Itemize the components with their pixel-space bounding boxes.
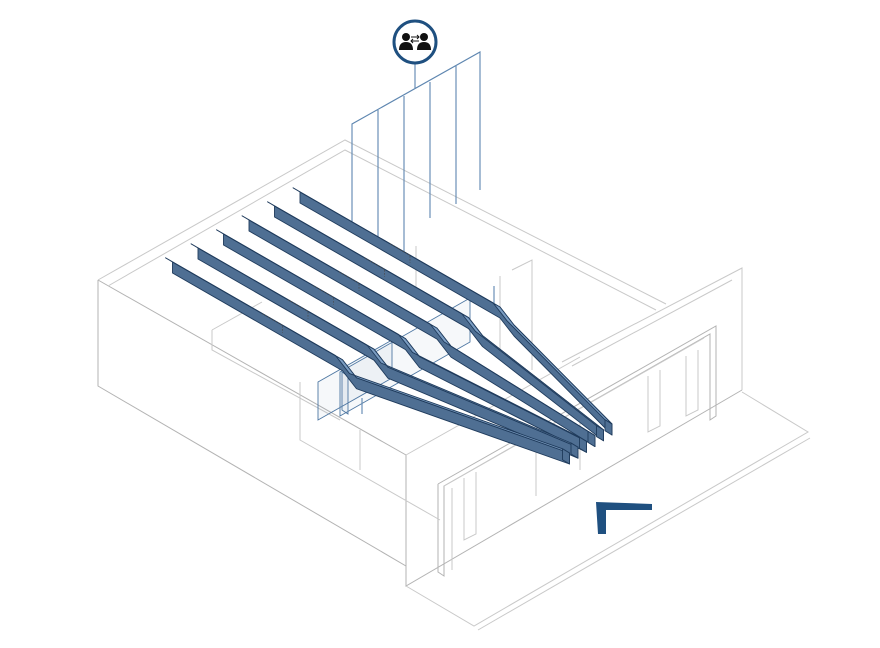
beam-notch-6 (262, 313, 283, 333)
beam-end-3 (587, 430, 596, 448)
beam-notch-5 (287, 299, 309, 319)
beam-end-6 (562, 448, 570, 465)
outer-top-edge (97, 139, 667, 305)
ground-plane-edge (405, 391, 809, 627)
beam-notch-4 (313, 285, 334, 305)
beam-notch-3 (338, 271, 360, 291)
person-right-icon (417, 33, 431, 50)
beam-end-2 (596, 425, 604, 442)
guide-bracket (351, 51, 481, 228)
sidewalk-curb (477, 437, 811, 631)
beam-end-5 (570, 442, 579, 459)
glass-panel-3 (341, 371, 349, 415)
beam-end-4 (579, 436, 587, 453)
pillar-1 (463, 472, 477, 541)
exchange-arrows-icon (410, 34, 420, 44)
interior-wall-5 (511, 259, 533, 370)
interior-wall-2 (211, 301, 263, 331)
pillar-3 (685, 350, 699, 417)
beam-end-1 (604, 419, 613, 436)
beam-notch-1 (389, 243, 411, 263)
people-exchange-icon (392, 19, 438, 65)
pillar-2 (647, 370, 661, 433)
beam-notch-2 (364, 257, 385, 277)
person-left-icon (399, 33, 413, 50)
interior-wall-3 (299, 382, 441, 521)
portal-frame-outer (437, 325, 717, 577)
guide-lines (351, 51, 481, 262)
right-back-wall-inner (571, 279, 733, 367)
interior-wall-1 (211, 330, 341, 421)
building-wireframe (97, 139, 811, 631)
corner-marker-icon (596, 502, 652, 534)
icon-ring (392, 19, 438, 65)
ceiling-beams (165, 187, 613, 465)
inner-top-edge (107, 149, 657, 311)
right-back-wall (561, 267, 743, 390)
